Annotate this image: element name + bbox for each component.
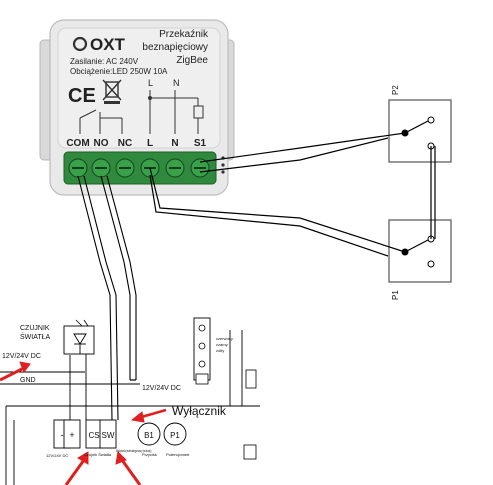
terminal-box-plus-label: + [69, 430, 74, 440]
terminal-label-l: L [147, 138, 153, 149]
terminal-box-plus: + [63, 419, 81, 449]
switch-wiring [149, 132, 436, 257]
side-label-line3: żółty [216, 348, 224, 353]
supply-label: 12V/24V DC [2, 353, 41, 360]
relay-schem-letter-l: L [148, 78, 153, 88]
switch-callout: Wyłącznik [172, 404, 227, 418]
terminal-label-s1: S1 [194, 138, 207, 149]
relay-schem-letter-n: N [173, 78, 180, 88]
control-return-wire [111, 379, 136, 422]
sensor-label-line1: CZUJNIK [20, 325, 50, 332]
side-label-line1: czerwony [216, 336, 233, 341]
small-label-sensor: Czujnik Światła [84, 452, 112, 457]
relay-title-line2: beznapięciowy [142, 42, 208, 53]
terminal-box-cs-label: CS [88, 431, 99, 440]
terminal-label-n: N [171, 138, 178, 149]
brand-logo-icon [72, 36, 88, 52]
small-label-switch: Wyłącznik jednobiegunowy (schody) [116, 448, 151, 453]
terminal-screw [115, 158, 135, 178]
relay-brand: OXT [90, 35, 126, 54]
circle-p1: P1 [163, 422, 187, 446]
terminal-screw [68, 158, 88, 178]
terminal-screw [190, 158, 210, 178]
sensor-label-line2: ŚWIATŁA [20, 332, 51, 341]
circle-p1-label: P1 [170, 431, 180, 440]
switch-p1-label: P1 [391, 290, 400, 300]
led-dot [221, 163, 225, 167]
terminal-label-com: COM [66, 138, 89, 149]
small-label-button: Przycisk [142, 452, 157, 457]
switch-p2: P2 [388, 85, 452, 163]
terminal-box-minus-label: - [61, 430, 64, 440]
circle-b1-label: B1 [144, 431, 154, 440]
relay-title-line3: ZigBee [176, 55, 208, 66]
relay-label-plate [57, 27, 221, 149]
callout-arrows [0, 361, 167, 485]
control-wiring [77, 175, 137, 421]
ce-mark: CE [68, 85, 96, 107]
side-component [245, 369, 257, 389]
terminal-screw [165, 158, 185, 178]
switch-p1: P1 [388, 219, 452, 300]
junction-dot [148, 96, 152, 100]
terminal-box-sw-label: SW [102, 431, 115, 440]
weee-bin-icon [102, 79, 122, 104]
relay-module: OXT Przekaźnik beznapięciowy ZigBee Zasi… [39, 19, 235, 196]
terminal-box-sw: SW [99, 419, 117, 449]
led-dot [221, 170, 225, 174]
relay-load: Obciążenie:LED 250W 10A [70, 67, 168, 76]
supply-label-2: 12V/24V DC [142, 385, 181, 392]
side-component [243, 444, 257, 460]
side-label-line2: czarny [216, 342, 228, 347]
circle-b1: B1 [137, 422, 161, 446]
relay-supply: Zasilanie: AC 240V [70, 57, 139, 66]
terminal-label-no: NO [94, 138, 109, 149]
small-label-supply: 12V/24V DC [46, 453, 68, 458]
light-sensor-symbol [63, 319, 95, 355]
schematic-panel: CZUJNIK ŚWIATŁA 12V/24V DC GND 12V/24V D… [0, 317, 260, 485]
terminal-screw [91, 158, 111, 178]
small-label-pot: Potencjometr [166, 452, 190, 457]
switch-p2-label: P2 [391, 85, 400, 95]
gnd-label: GND [20, 377, 36, 384]
relay-title-line1: Przekaźnik [159, 29, 209, 40]
terminal-label-nc: NC [118, 138, 132, 149]
side-connector [193, 317, 211, 385]
